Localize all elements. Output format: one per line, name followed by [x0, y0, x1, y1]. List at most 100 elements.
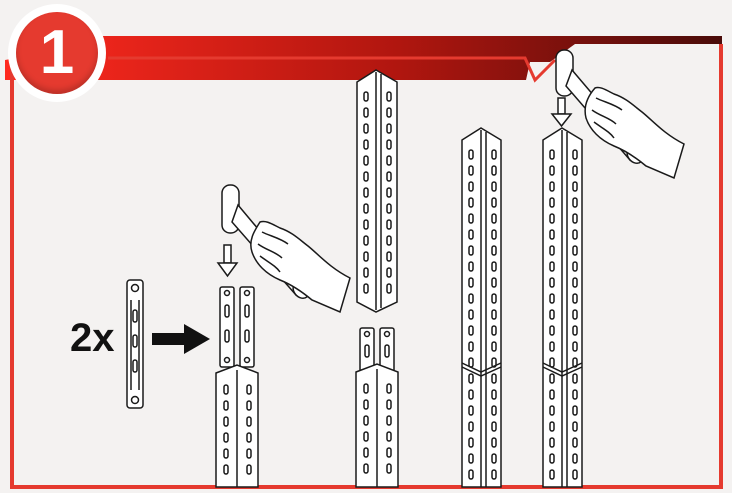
post-slot-hole: [468, 165, 474, 176]
post-slot-hole: [468, 277, 474, 288]
post-slot-hole: [223, 384, 229, 395]
post-slot-hole: [572, 293, 578, 304]
post-slot-hole: [491, 421, 497, 432]
post-slot-hole: [491, 437, 497, 448]
down-arrow-icon: [216, 244, 239, 278]
post-slot-hole: [363, 235, 369, 246]
post-slot-hole: [246, 448, 252, 459]
post-slot-hole: [468, 437, 474, 448]
post-slot-hole: [549, 421, 555, 432]
post-slot-hole: [572, 213, 578, 224]
post-slot-hole: [491, 229, 497, 240]
post-slot-hole: [386, 463, 392, 474]
post-slot-hole: [363, 383, 369, 394]
post-slot-hole: [491, 277, 497, 288]
post-slot-hole: [386, 235, 392, 246]
post-slot-hole: [491, 181, 497, 192]
post-slot-hole: [572, 229, 578, 240]
post-slot-hole: [363, 139, 369, 150]
post-slot-hole: [386, 283, 392, 294]
post-slot-hole: [468, 149, 474, 160]
hand-icon: [250, 220, 351, 314]
post-slot-hole: [468, 213, 474, 224]
post-slot-hole: [468, 325, 474, 336]
post-slot-hole: [572, 245, 578, 256]
post-slot-hole: [549, 293, 555, 304]
post-slot-hole: [572, 469, 578, 480]
hand-icon: [584, 86, 685, 180]
post-slot-hole: [246, 384, 252, 395]
post-slot-hole: [549, 197, 555, 208]
post-slot-hole: [549, 437, 555, 448]
post-slot-hole: [549, 213, 555, 224]
post-slot-hole: [386, 399, 392, 410]
post-slot-hole: [386, 219, 392, 230]
post-slot-hole: [491, 197, 497, 208]
post-slot-hole: [468, 245, 474, 256]
post-slot-hole: [386, 91, 392, 102]
post-slot-hole: [246, 464, 252, 475]
post-slot-hole: [246, 432, 252, 443]
post-slot-hole: [491, 213, 497, 224]
post-slot-hole: [386, 155, 392, 166]
post-slot-hole: [491, 373, 497, 384]
post-slot-hole: [549, 277, 555, 288]
post-slot-hole: [491, 469, 497, 480]
post-slot-hole: [549, 229, 555, 240]
post-slot-hole: [468, 229, 474, 240]
post-slot-hole: [468, 373, 474, 384]
post-slot-hole: [223, 432, 229, 443]
post-slot-hole: [363, 219, 369, 230]
post-slot-hole: [572, 421, 578, 432]
post-slot-hole: [363, 91, 369, 102]
post-slot-hole: [549, 341, 555, 352]
post-slot-hole: [386, 447, 392, 458]
post-with-brackets: [215, 286, 259, 488]
post-slot-hole: [363, 447, 369, 458]
post-slot-hole: [468, 181, 474, 192]
post-slot-hole: [572, 437, 578, 448]
post-slot-hole: [572, 309, 578, 320]
post-slot-hole: [572, 357, 578, 368]
post-slot-hole: [223, 400, 229, 411]
post-slot-hole: [363, 463, 369, 474]
post-slot-hole: [386, 187, 392, 198]
post-slot-hole: [491, 165, 497, 176]
post-slot-hole: [549, 165, 555, 176]
post-slot-hole: [491, 389, 497, 400]
step-badge: 1: [8, 4, 106, 102]
post-slot-hole: [363, 123, 369, 134]
post-slot-hole: [468, 469, 474, 480]
step-number: 1: [39, 18, 75, 87]
post-slot-hole: [468, 197, 474, 208]
post-slot-hole: [572, 165, 578, 176]
joined-post: [461, 127, 502, 488]
post-slot-hole: [572, 341, 578, 352]
upper-post-separated: [356, 69, 398, 313]
post-slot-hole: [572, 325, 578, 336]
post-slot-hole: [549, 405, 555, 416]
post-slot-hole: [549, 309, 555, 320]
post-slot-hole: [549, 469, 555, 480]
post-slot-hole: [491, 453, 497, 464]
right-arrow-icon: [152, 324, 210, 354]
post-slot-hole: [491, 357, 497, 368]
post-slot-hole: [572, 389, 578, 400]
post-slot-hole: [363, 267, 369, 278]
post-slot-hole: [468, 389, 474, 400]
post-slot-hole: [491, 261, 497, 272]
post-slot-hole: [468, 357, 474, 368]
post-slot-hole: [363, 251, 369, 262]
post-slot-hole: [549, 453, 555, 464]
post-slot-hole: [572, 373, 578, 384]
step-badge-circle: 1: [16, 12, 98, 94]
post-slot-hole: [572, 197, 578, 208]
post-slot-hole: [572, 453, 578, 464]
post-slot-hole: [549, 325, 555, 336]
post-slot-hole: [572, 149, 578, 160]
post-slot-hole: [491, 293, 497, 304]
post-slot-hole: [386, 171, 392, 182]
bracket-quantity-label: 2x: [70, 316, 115, 360]
post-slot-hole: [468, 341, 474, 352]
